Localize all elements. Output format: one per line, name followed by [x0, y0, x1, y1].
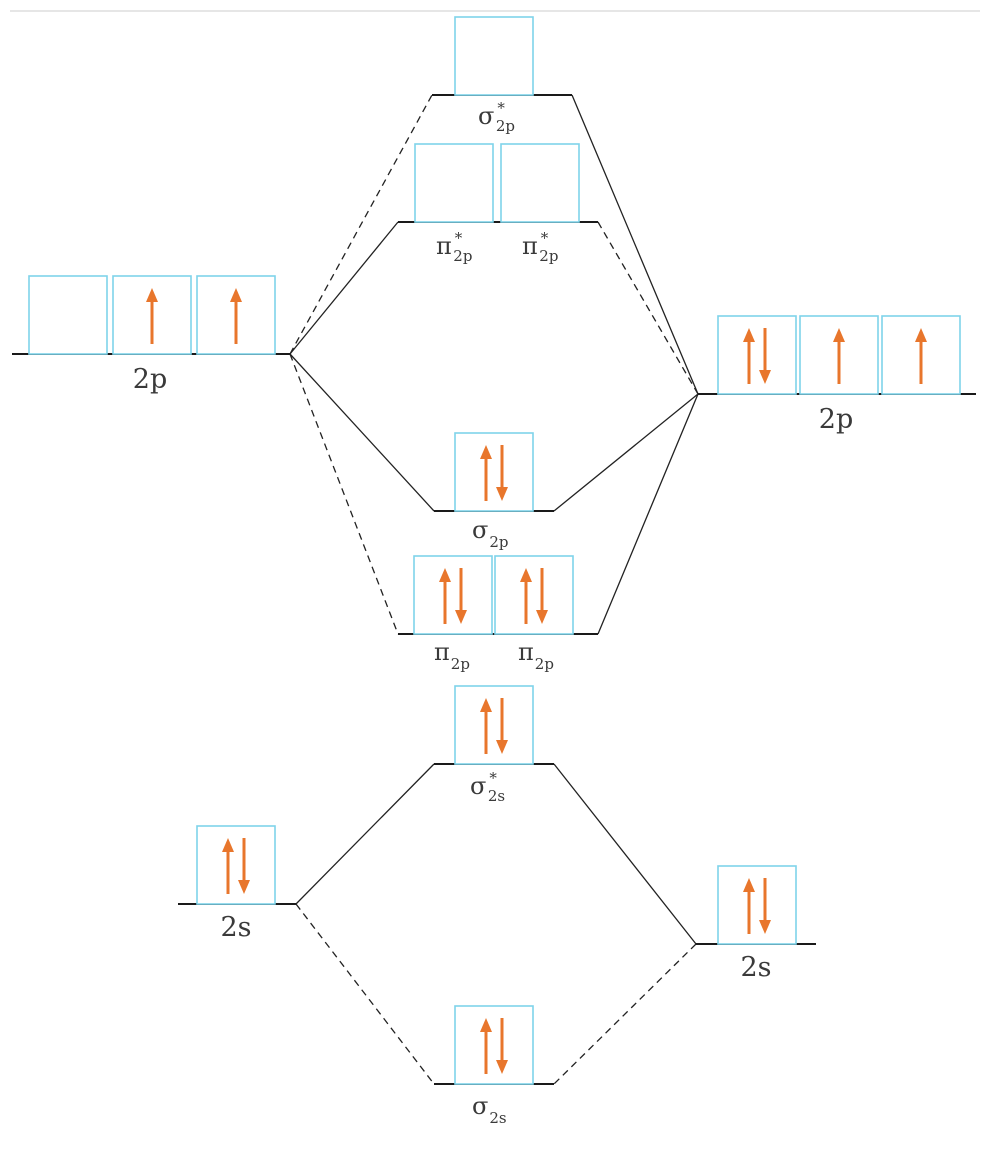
- electron-up-arrow-right-2p-1-head: [743, 328, 755, 342]
- label-pi-2p-1: π2p: [434, 638, 470, 673]
- electron-up-arrow-right-2p-2-head: [833, 328, 845, 342]
- label-right-2s: 2s: [740, 952, 771, 983]
- orbital-box-pi-star-2p-1: [414, 143, 494, 223]
- label-sigma-star-2p: σ*2p: [478, 99, 515, 135]
- orbital-box-right-2s-1: [717, 865, 797, 945]
- electron-up-arrow-pi-2p-1-head: [439, 568, 451, 582]
- electron-up-arrow-sigma-2p-1-head: [480, 445, 492, 459]
- orbital-box-sigma-star-2s-1: [454, 685, 534, 765]
- label-sigma-star-2s: σ*2s: [470, 769, 505, 805]
- orbital-box-sigma-star-2p-1: [454, 16, 534, 96]
- electron-down-arrow-right-2p-1: [759, 328, 771, 384]
- label-pi-2p-2: π2p: [518, 638, 554, 673]
- electron-up-arrow-pi-2p-2-head: [520, 568, 532, 582]
- electron-up-arrow-right-2p-1: [743, 328, 755, 384]
- connector-right2s-sigmastar2s: [553, 763, 697, 945]
- electron-down-arrow-right-2s-1-head: [759, 920, 771, 934]
- electron-up-arrow-right-2s-1-head: [743, 878, 755, 892]
- connector-left2p-pi2p: [289, 353, 399, 635]
- label-pi-star-2p-2: π*2p: [522, 229, 558, 265]
- electron-up-arrow-sigma-star-2s-1: [480, 698, 492, 754]
- electron-up-arrow-left-2p-3: [230, 288, 242, 344]
- electron-down-arrow-pi-2p-1-head: [455, 610, 467, 624]
- energy-levels: [12, 94, 976, 1085]
- orbital-box-sigma-2p-1: [454, 432, 534, 512]
- label-sigma-2s: σ2s: [472, 1092, 507, 1127]
- label-sigma-2p: σ2p: [472, 516, 509, 551]
- orbital-box-left-2s-1: [196, 825, 276, 905]
- electron-down-arrow-sigma-2s-1: [496, 1018, 508, 1074]
- connector-lines: [289, 94, 699, 1085]
- electron-up-arrow-right-2s-1: [743, 878, 755, 934]
- connector-left2p-sigmastar2p: [289, 94, 433, 355]
- electron-up-arrow-left-2p-3-head: [230, 288, 242, 302]
- electron-up-arrow-left-2s-1: [222, 838, 234, 894]
- orbital-box-pi-2p-2: [494, 555, 574, 635]
- electron-up-arrow-left-2p-2: [146, 288, 158, 344]
- electron-up-arrow-right-2p-3-head: [915, 328, 927, 342]
- electron-down-arrow-right-2p-1-head: [759, 370, 771, 384]
- labels: 2p 2p 2s 2s σ*2p π*2p π*2p σ2p π2p π2p σ…: [133, 99, 853, 1127]
- electron-down-arrow-right-2s-1: [759, 878, 771, 934]
- electron-down-arrow-pi-2p-2: [536, 568, 548, 624]
- electron-down-arrow-pi-2p-2-head: [536, 610, 548, 624]
- connector-left2s-sigmastar2s: [295, 763, 435, 905]
- electron-up-arrow-sigma-2p-1: [480, 445, 492, 501]
- connector-left2s-sigma2s: [295, 903, 435, 1085]
- electron-up-arrow-left-2p-2-head: [146, 288, 158, 302]
- electron-down-arrow-left-2s-1: [238, 838, 250, 894]
- electron-up-arrow-right-2p-2: [833, 328, 845, 384]
- electron-down-arrow-sigma-2p-1-head: [496, 487, 508, 501]
- orbital-box-right-2p-1: [717, 315, 797, 395]
- electron-down-arrow-sigma-2s-1-head: [496, 1060, 508, 1074]
- connector-left2p-pistar2p: [289, 221, 399, 355]
- label-right-2p: 2p: [819, 404, 853, 435]
- label-left-2s: 2s: [220, 912, 251, 943]
- orbital-box-left-2p-1: [28, 275, 108, 355]
- orbital-box-pi-2p-1: [413, 555, 493, 635]
- electron-down-arrow-sigma-2p-1: [496, 445, 508, 501]
- electron-down-arrow-sigma-star-2s-1: [496, 698, 508, 754]
- label-pi-star-2p-1: π*2p: [436, 229, 472, 265]
- label-left-2p: 2p: [133, 364, 167, 395]
- orbital-box-sigma-2s-1: [454, 1005, 534, 1085]
- connector-left2p-sigma2p: [289, 353, 435, 512]
- connector-right2p-sigma2p: [553, 393, 699, 512]
- electron-down-arrow-pi-2p-1: [455, 568, 467, 624]
- orbital-box-pi-star-2p-2: [500, 143, 580, 223]
- electron-up-arrow-left-2s-1-head: [222, 838, 234, 852]
- electron-up-arrow-sigma-star-2s-1-head: [480, 698, 492, 712]
- electron-up-arrow-right-2p-3: [915, 328, 927, 384]
- connector-right2s-sigma2s: [553, 943, 697, 1085]
- electron-up-arrow-pi-2p-1: [439, 568, 451, 624]
- connector-right2p-sigmastar2p: [571, 94, 699, 395]
- electron-up-arrow-sigma-2s-1: [480, 1018, 492, 1074]
- connector-right2p-pi2p: [597, 393, 699, 635]
- electron-up-arrow-pi-2p-2: [520, 568, 532, 624]
- electron-down-arrow-sigma-star-2s-1-head: [496, 740, 508, 754]
- connector-right2p-pistar2p: [597, 221, 699, 395]
- electron-down-arrow-left-2s-1-head: [238, 880, 250, 894]
- electron-up-arrow-sigma-2s-1-head: [480, 1018, 492, 1032]
- orbital-boxes: [28, 16, 961, 1085]
